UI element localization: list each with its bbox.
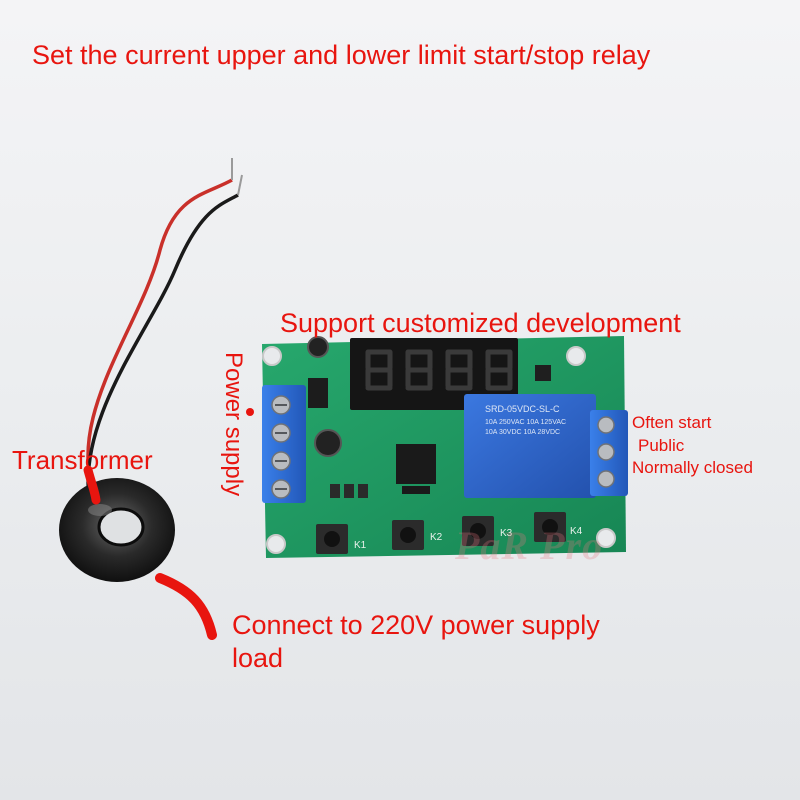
button-k2: K2 [392,520,443,550]
headline-label: Set the current upper and lower limit st… [32,40,651,70]
capacitor [314,429,342,457]
load-label-line2: load [232,643,284,673]
relay: SRD-05VDC-SL-C 10A 250VAC 10A 125VAC 10A… [464,394,596,498]
relay-rating-text: 10A 250VAC 10A 125VAC [485,419,566,426]
button-k3: K3 [462,516,513,546]
terminal-public-label: Public [638,436,685,455]
black-wire [86,193,239,506]
wire-tip [237,174,243,196]
capacitor [307,336,329,358]
seven-segment-display [350,338,518,410]
transformer-ring [59,478,175,582]
button-label: K2 [430,532,443,543]
button-label: K4 [570,526,583,537]
load-label-line1: Connect to 220V power supply [232,610,600,640]
pcb-board: SRD-05VDC-SL-C 10A 250VAC 10A 125VAC 10A… [262,336,628,558]
red-wire [86,178,233,506]
power-supply-label: Power supply [220,352,247,497]
pointer-dot [246,408,254,416]
pointer-stroke [155,573,217,640]
pointer-stroke [83,465,101,505]
microcontroller-chip [396,444,436,484]
relay-terminal-block [590,410,628,496]
relay-rating-text: 10A 30VDC 10A 28VDC [485,429,560,436]
button-label: K3 [500,528,513,539]
button-k4: K4 [534,512,583,542]
watermark: PaR Pro [455,523,604,568]
terminal-often-start-label: Often start [632,413,712,432]
relay-model-text: SRD-05VDC-SL-C [485,404,560,414]
development-label: Support customized development [280,308,681,338]
transformer-label: Transformer [12,445,153,475]
power-terminal-block [262,385,306,503]
terminal-normally-closed-label: Normally closed [632,458,753,477]
button-k1: K1 [316,524,367,554]
button-label: K1 [354,540,367,551]
